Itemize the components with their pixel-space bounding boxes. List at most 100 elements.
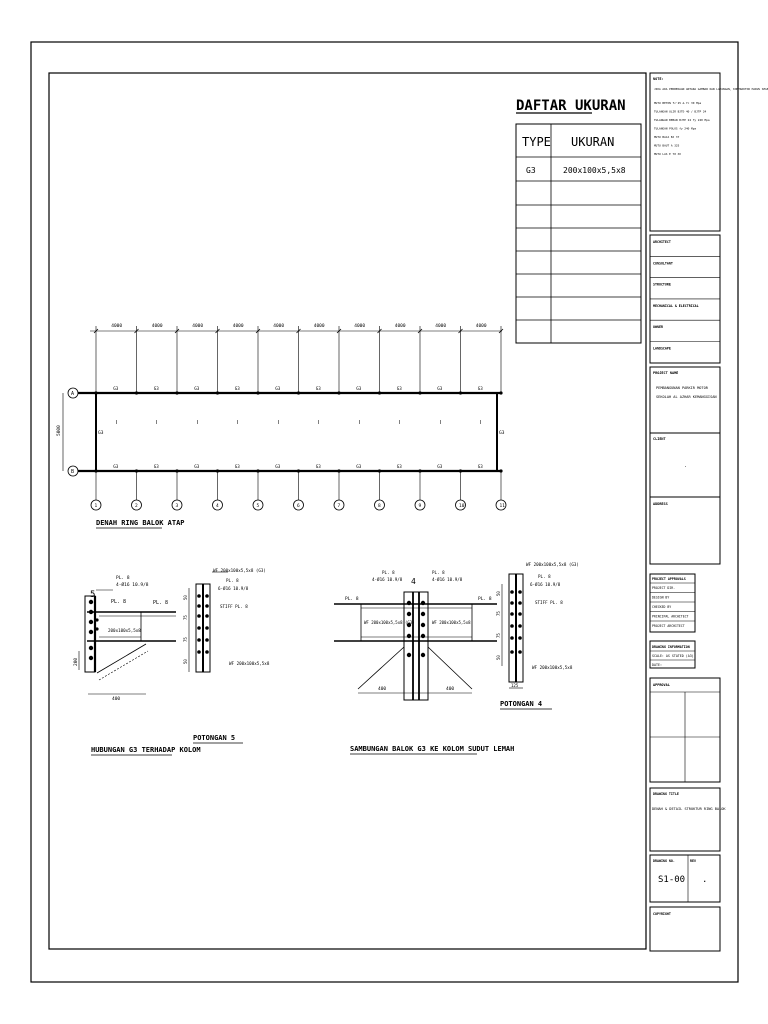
grid-row-label: A [71,391,74,397]
svg-text:125: 125 [511,683,519,688]
copyright-label: COPYRIGHT [653,912,671,916]
grid-column-bubble [495,499,507,511]
beam-mark: G3 [154,464,160,469]
column-node [377,391,382,395]
svg-text:WF 200x100x5,5x8: WF 200x100x5,5x8 [229,661,270,666]
column-node [256,469,260,473]
dim-tick [174,328,180,334]
svg-text:PL. 8: PL. 8 [478,596,492,602]
detail-section-5: 50 75 75 50 WF 200x100x5,5x8 (G3) PL. 8 … [183,568,270,744]
drawing-no-label: DRAWING NO. [653,859,675,863]
svg-text:400: 400 [112,696,120,702]
detail-3-title: SAMBUNGAN BALOK G3 KE KOLOM SUDUT LEMAH [350,745,514,753]
svg-text:50: 50 [183,659,188,664]
role-label: MECHANICAL & ELECTRICAL [653,304,699,308]
plan-depth-dim: 5000 [56,425,62,436]
grid-column-bubble [90,499,102,511]
client-label: CLIENT [653,437,666,441]
span-dimension: 4000 [273,323,284,329]
note-item: JIKA ADA PERBEDAAN ANTARA GAMBAR DAN LAP… [654,87,768,91]
drawing-number: S1-00 [658,875,685,885]
column-node [458,391,463,395]
grid-column-label: 8 [378,503,381,509]
address-label: ADDRESS [653,502,668,506]
beam-mark: G3 [397,386,403,391]
note-item: MUTU BAUT A 325 [654,144,680,148]
svg-text:400: 400 [378,686,386,692]
size-table-cell-size: 200x100x5,5x8 [563,166,626,175]
dim-tick [296,328,301,334]
span-dimension: 4000 [476,323,487,329]
title-block: NOTE: JIKA ADA PERBEDAAN ANTARA GAMBAR D… [649,72,768,952]
svg-text:PL. 8: PL. 8 [382,570,395,575]
note-item: TULANGAN BEBAN BJTP 24 fy 240 Mpa [654,118,710,122]
beam-mark: G3 [397,464,403,469]
notes-list: JIKA ADA PERBEDAAN ANTARA GAMBAR DAN LAP… [654,87,768,156]
column-node [134,469,139,473]
drawing-title-label: DRAWING TITLE [653,792,679,796]
side-beam-mark: G3 [499,430,505,436]
svg-text:50: 50 [496,655,501,660]
column-node [175,469,179,473]
grid-column-bubble [171,499,183,511]
svg-text:PL. 8: PL. 8 [111,599,126,605]
approvals-header: PROJECT APPROVALS [652,577,686,581]
svg-text:PL. 8: PL. 8 [345,596,359,602]
column-node [215,469,220,473]
svg-text:STIFF PL. 8: STIFF PL. 8 [220,604,248,609]
project-line: SEKOLAH AL AZHAR KEMANGGISAN [656,395,717,399]
beam-mark: G3 [478,386,484,391]
size-table-cell-type: G3 [526,166,536,175]
svg-text:4-Ø16 10.9/8: 4-Ø16 10.9/8 [372,577,403,582]
svg-text:75: 75 [183,637,188,642]
column-node [296,391,301,395]
grid-column-label: 4 [216,503,219,509]
drawing-title: DENAH & DETAIL STRUKTUR RING BALOK [652,807,726,811]
svg-text:200: 200 [73,658,79,666]
column-node [175,391,179,395]
beam-mark: G3 [478,464,484,469]
approval-label: APPROVAL [653,683,670,687]
beam-mark: G3 [356,386,362,391]
dim-tick [134,328,139,334]
svg-text:6-Ø16 10.9/8: 6-Ø16 10.9/8 [530,582,561,587]
beam-mark: G3 [275,386,281,391]
svg-text:PL. 8: PL. 8 [153,600,168,606]
grid-column-bubble [131,499,142,511]
svg-text:WF 200x100x5,5x8: WF 200x100x5,5x8 [432,620,471,625]
grid-column-label: 5 [257,503,260,509]
dim-tick [377,328,382,334]
svg-text:PL. 8: PL. 8 [538,574,551,579]
size-table-header-type: TYPE [522,135,551,149]
column-node [377,469,382,473]
drawing-frame [48,72,647,950]
dim-tick [255,328,261,334]
note-item: MUTU LAS E 70 XX [654,152,681,156]
drawing-status: DRAWING INFORMATION [652,645,690,649]
svg-text:WF 200x100x5,5x8 (G3): WF 200x100x5,5x8 (G3) [526,562,579,567]
beam-mark: G3 [437,464,443,469]
detail-section-4: 50 75 75 50 125 WF 200x100x5,5x8 (G3) PL… [496,562,579,710]
svg-text:PL. 8: PL. 8 [116,575,130,581]
svg-text:WF 200x100x5,5x8: WF 200x100x5,5x8 [532,665,573,670]
dim-tick [336,328,342,334]
svg-text:200x100x5,5x8: 200x100x5,5x8 [108,628,141,633]
detail-2-title: POTONGAN 5 [193,734,235,742]
grid-column-label: 7 [338,503,341,509]
beam-mark: G3 [194,464,200,469]
grid-column-label: 1 [95,503,98,509]
beam-mark: G3 [113,386,119,391]
column-node [499,469,503,473]
role-label: STRUCTURE [653,283,671,287]
date-text: DATE: [652,663,662,667]
approval-item: PROJECT ARCHITECT [652,624,685,628]
note-item: TULANGAN ULIR BJTD 40 / BJTP 24 [654,110,707,114]
role-label: ARCHITECT [653,240,671,244]
grid-column-label: 3 [176,503,179,509]
dim-tick [93,328,99,334]
grid-column-label: 11 [500,503,506,509]
span-dimension: 4000 [354,323,365,329]
note-item: MUTU BAJA BJ 37 [654,135,680,139]
svg-text:WF 200x100x5,5x8 (G3): WF 200x100x5,5x8 (G3) [213,568,266,573]
